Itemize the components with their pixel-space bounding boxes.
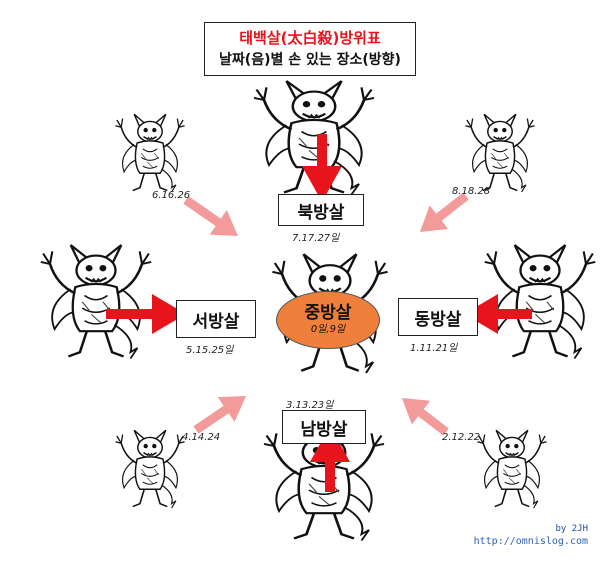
southwest-arrow [193, 396, 246, 434]
southeast-days: 2.12.22 [442, 432, 481, 443]
north-arrow [302, 134, 342, 202]
south-direction-days: 3.13.23일 [286, 400, 334, 411]
title-hanja: (太白殺) [280, 29, 340, 47]
center-direction-label: 중방살 [304, 303, 352, 323]
south-direction-box: 남방살 [282, 410, 366, 444]
title-suffix: 방위표 [339, 29, 381, 47]
devil-figure-icon [39, 243, 153, 360]
credit: by 2JH http://omnislog.com [474, 523, 588, 548]
west-direction-label: 서방살 [192, 311, 240, 332]
devil-figure-icon [114, 429, 186, 509]
south-arrow [310, 426, 350, 492]
northeast-days: 8.18.28 [452, 186, 491, 197]
devil-figure-icon [483, 243, 597, 360]
devil-figure-icon [114, 113, 186, 193]
north-direction-label: 북방살 [297, 202, 345, 223]
north-direction-box: 북방살 [278, 194, 364, 226]
south-direction-label: 남방살 [300, 419, 348, 440]
devil-figure-icon [464, 113, 536, 193]
northwest-arrow [183, 196, 238, 236]
center-direction-ellipse: 중방살 0일,9일 [276, 291, 380, 349]
credit-by: by 2JH [555, 524, 588, 534]
west-direction-days: 5.15.25일 [186, 345, 234, 356]
east-direction-days: 1.11.21일 [410, 343, 458, 354]
northeast-arrow [420, 192, 469, 232]
title-line: 태백살(太白殺)방위표 [239, 27, 381, 49]
north-direction-days: 7.17.27일 [292, 233, 340, 244]
east-direction-box: 동방살 [398, 298, 478, 336]
southwest-days: 4.14.24 [182, 432, 221, 443]
northwest-days: 6.16.26 [152, 190, 191, 201]
east-arrow [464, 294, 532, 334]
title-subtitle: 날짜(음)별 손 있는 장소(방향) [219, 52, 401, 68]
west-direction-box: 서방살 [176, 300, 256, 338]
southeast-arrow [402, 398, 449, 436]
east-direction-label: 동방살 [414, 309, 462, 330]
credit-url[interactable]: http://omnislog.com [473, 536, 588, 547]
devil-figure-icon [476, 429, 548, 509]
title-prefix: 태백살 [239, 29, 281, 47]
west-arrow [106, 294, 186, 334]
title-box: 태백살(太白殺)방위표 날짜(음)별 손 있는 장소(방향) [204, 22, 416, 76]
center-direction-days: 0일,9일 [310, 324, 346, 335]
